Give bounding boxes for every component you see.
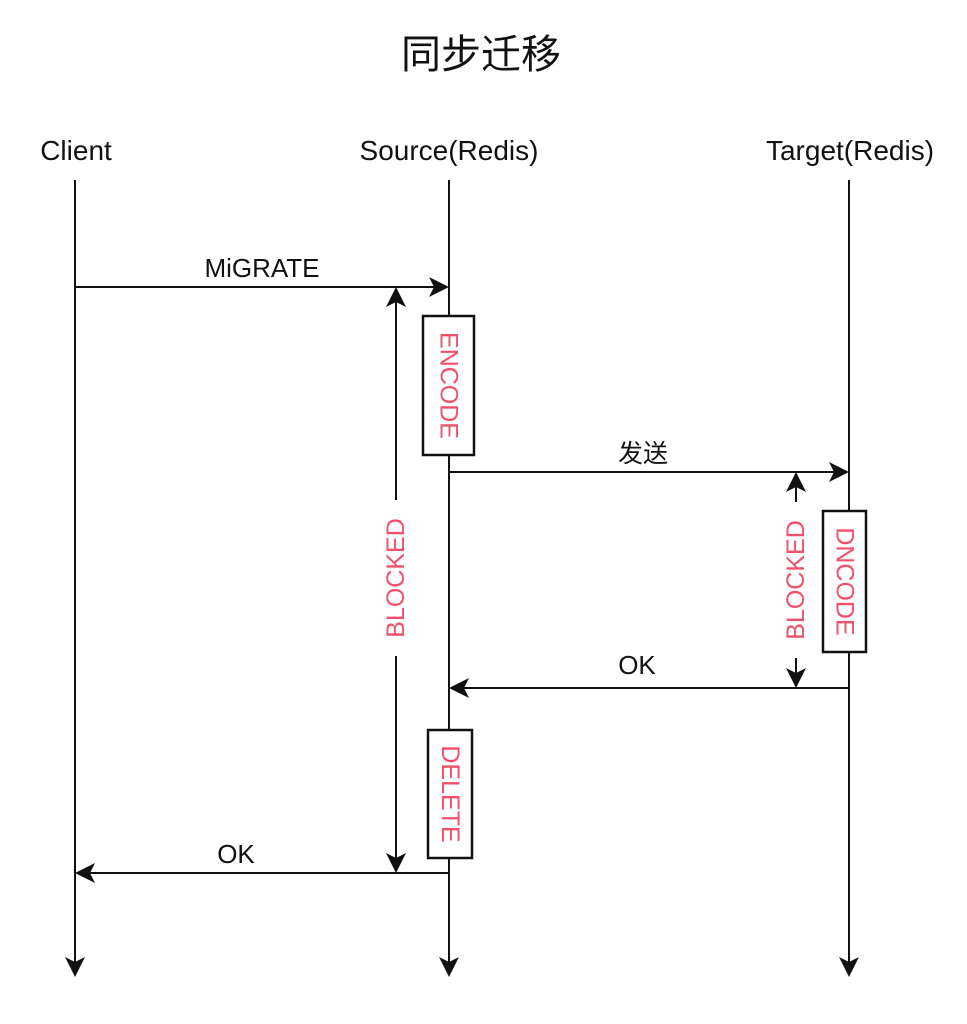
message-label: OK — [618, 650, 656, 680]
message-ok-target: OK — [449, 650, 849, 698]
activation-encode: ENCODE — [421, 314, 476, 457]
activation-box — [821, 509, 868, 654]
message-label: MiGRATE — [204, 253, 319, 283]
blocked-span-target: BLOCKED — [781, 472, 811, 688]
message-label: 发送 — [618, 439, 668, 468]
blocked-label: BLOCKED — [782, 520, 810, 639]
diagram-title: 同步迁移 — [401, 32, 561, 78]
activation-label: DNCODE — [831, 527, 859, 635]
message-migrate: MiGRATE — [75, 253, 449, 297]
message-send: 发送 — [449, 439, 849, 482]
activation-delete: DELETE — [426, 728, 474, 860]
activation-box — [426, 728, 474, 860]
blocked-label-bg — [781, 502, 811, 658]
activation-label: DELETE — [436, 745, 464, 842]
blocked-label: BLOCKED — [382, 518, 410, 637]
actor-source-label: Source(Redis) — [360, 135, 539, 166]
activation-dncode: DNCODE — [821, 509, 868, 654]
actor-target-label: Target(Redis) — [766, 135, 934, 166]
activation-box — [421, 314, 476, 457]
activation-label: ENCODE — [435, 332, 463, 439]
blocked-span-source: BLOCKED — [381, 287, 411, 873]
message-label: OK — [217, 839, 255, 869]
message-ok-source: OK — [75, 839, 449, 883]
actor-client-label: Client — [40, 135, 112, 166]
blocked-label-bg — [381, 500, 411, 656]
